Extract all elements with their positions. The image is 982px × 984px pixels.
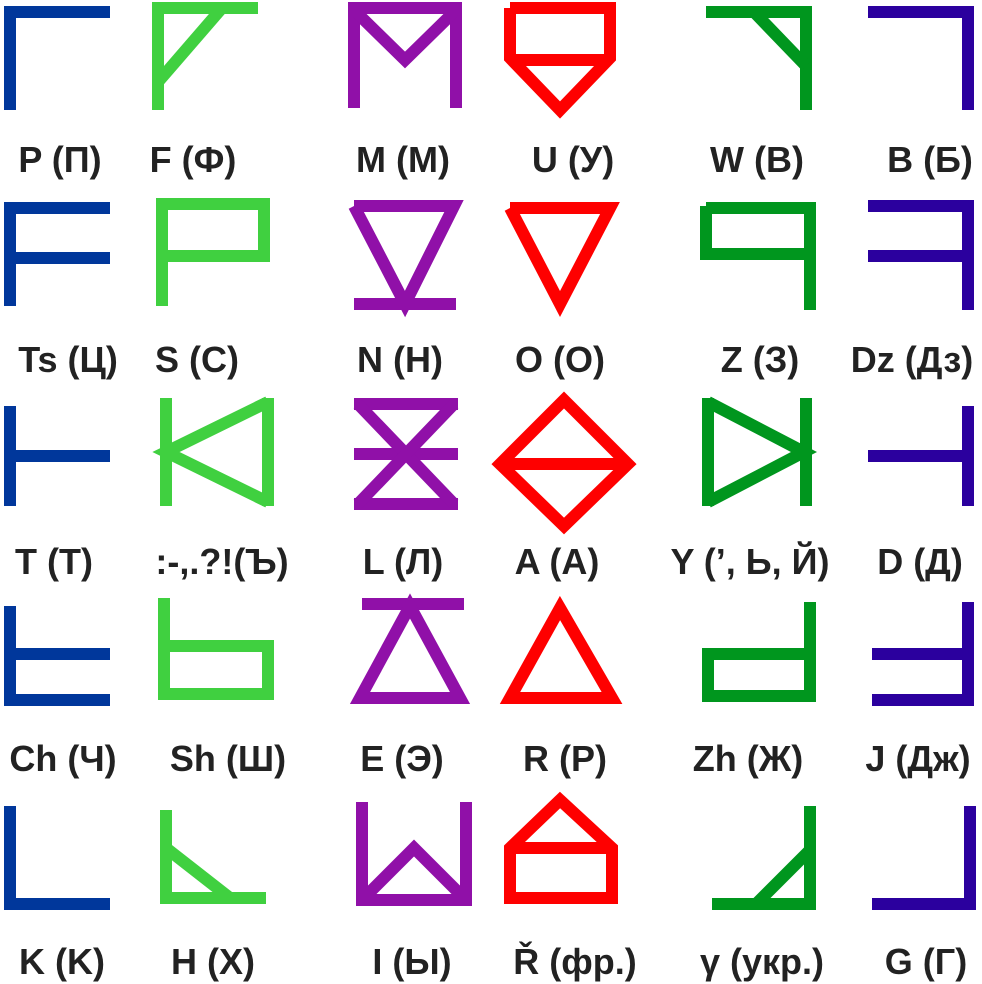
- label-y: Y (’, Ь, Й): [670, 541, 830, 582]
- label-ts: Ts (Ц): [18, 339, 118, 380]
- label-sh: Sh (Ш): [169, 738, 287, 779]
- label-u: U (У): [531, 139, 615, 180]
- label-a: A (A): [514, 541, 600, 582]
- s-glyph: [156, 198, 270, 306]
- j-glyph: [872, 602, 974, 706]
- label-z: Z (З): [720, 339, 800, 380]
- label-r: R (P): [523, 738, 607, 779]
- label-g: G (Г): [884, 941, 968, 982]
- ts-glyph: [4, 202, 110, 306]
- label-l: L (Л): [362, 541, 444, 582]
- n-glyph: [348, 200, 464, 318]
- m-glyph: [348, 2, 462, 108]
- label-w: W (B): [710, 139, 804, 180]
- label-r-caron: Ř (фр.): [513, 941, 637, 982]
- punct-glyph: [152, 396, 274, 508]
- gamma-glyph: [712, 806, 816, 910]
- label-p: P (П): [18, 139, 102, 180]
- u-glyph: [504, 2, 616, 119]
- label-t: T (T): [15, 541, 93, 582]
- label-n: N (H): [357, 339, 443, 380]
- label-dz: Dz (Дз): [850, 339, 974, 380]
- i-glyph: [356, 802, 472, 906]
- k-glyph: [4, 806, 110, 910]
- label-punct: :-,.?!(Ъ): [155, 541, 289, 582]
- dz-glyph: [868, 200, 974, 310]
- label-s: S (C): [155, 339, 239, 380]
- l-glyph: [353, 398, 459, 510]
- o-glyph: [504, 202, 620, 317]
- b-glyph: [868, 6, 974, 110]
- label-h: H (X): [171, 941, 255, 982]
- z-glyph: [700, 202, 816, 310]
- label-o: O (O): [515, 339, 605, 380]
- f-glyph: [152, 2, 258, 110]
- w-glyph: [706, 6, 812, 110]
- h-glyph: [160, 810, 266, 904]
- t-glyph: [4, 406, 110, 506]
- label-zh: Zh (Ж): [692, 738, 804, 779]
- label-f: F (Ф): [149, 139, 237, 180]
- label-e: E (Э): [360, 738, 444, 779]
- label-b: B (Б): [887, 139, 973, 180]
- r-glyph: [499, 595, 623, 704]
- label-m: M (M): [356, 139, 450, 180]
- label-k: K (K): [19, 941, 105, 982]
- d-glyph: [868, 406, 974, 506]
- label-j: J (Дж): [865, 738, 971, 779]
- ch-glyph: [4, 606, 110, 706]
- label-d: D (Д): [877, 541, 963, 582]
- g-glyph: [872, 806, 976, 910]
- p-glyph: [4, 6, 110, 110]
- sh-glyph: [158, 598, 274, 700]
- label-gamma: γ (укр.): [699, 941, 825, 982]
- label-i: I (Ы): [372, 941, 452, 982]
- zh-glyph: [702, 602, 816, 702]
- a-glyph: [491, 391, 637, 535]
- label-ch: Ch (Ч): [9, 738, 117, 779]
- r-caron-glyph: [504, 791, 618, 904]
- y-glyph: [702, 396, 817, 508]
- e-glyph: [349, 593, 471, 704]
